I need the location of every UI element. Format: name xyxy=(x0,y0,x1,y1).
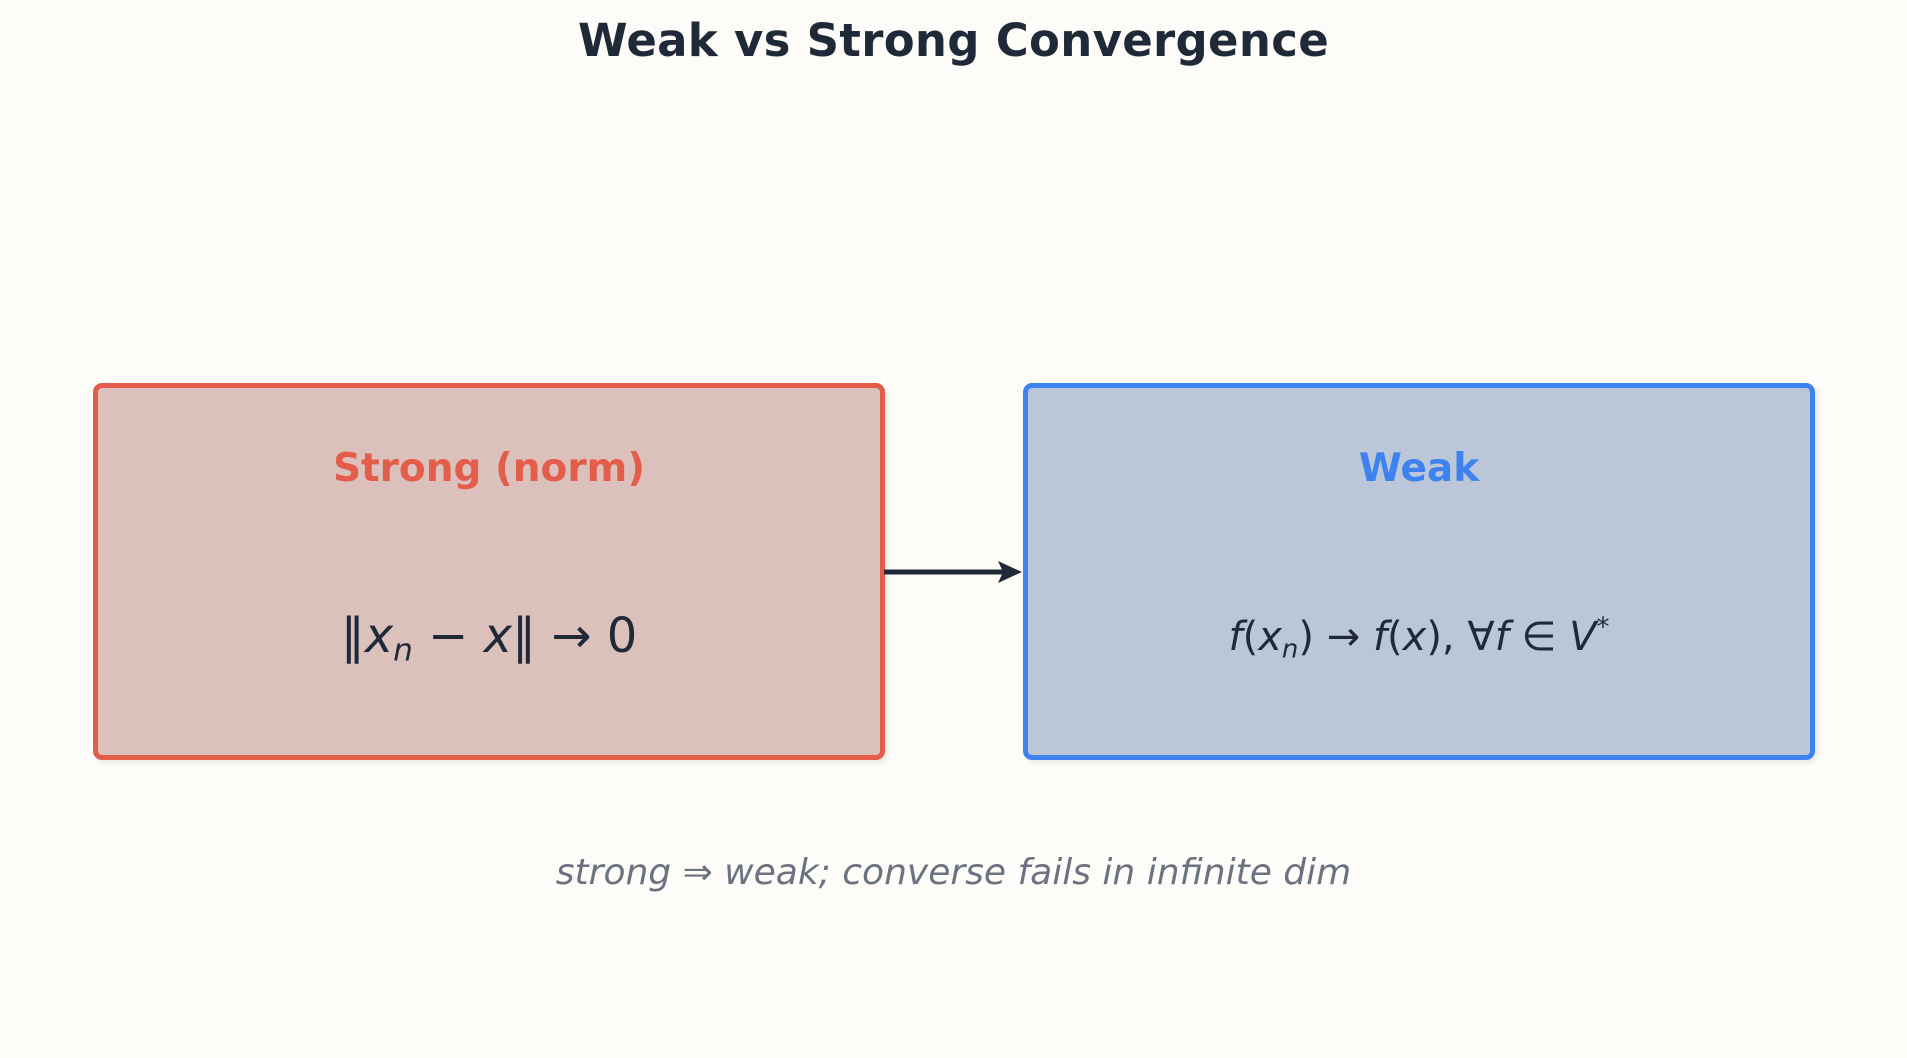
diagram-caption: strong ⇒ weak; converse fails in infinit… xyxy=(555,852,1352,893)
strong-convergence-box: Strong (norm) ‖xn − x‖ → 0 xyxy=(93,383,885,760)
formula-paren: ), xyxy=(1426,614,1455,660)
norm-close: ‖ xyxy=(512,608,537,664)
strong-convergence-formula: ‖xn − x‖ → 0 xyxy=(98,608,880,666)
diagram-title: Weak vs Strong Convergence xyxy=(577,14,1330,67)
formula-dual-space: V xyxy=(1569,614,1597,660)
formula-arrow: → xyxy=(1313,614,1373,660)
formula-sub-n: n xyxy=(1281,634,1299,665)
strong-convergence-heading: Strong (norm) xyxy=(332,446,646,491)
formula-f: f xyxy=(1228,614,1243,660)
formula-element-of: ∈ xyxy=(1508,614,1570,660)
formula-paren: ( xyxy=(1242,614,1259,660)
formula-var-x: x xyxy=(483,608,513,664)
formula-var-x: x xyxy=(364,608,394,664)
formula-var-x: x xyxy=(1402,614,1427,660)
arrow-head-icon xyxy=(998,561,1022,583)
formula-var-x: x xyxy=(1258,614,1282,660)
formula-f: f xyxy=(1372,614,1388,660)
formula-paren: ) xyxy=(1298,614,1314,660)
formula-arrow: → xyxy=(536,608,607,664)
weak-convergence-heading: Weak xyxy=(1358,446,1480,491)
norm-open: ‖ xyxy=(340,608,365,664)
formula-minus: − xyxy=(412,608,484,664)
formula-paren: ( xyxy=(1387,614,1403,660)
formula-zero: 0 xyxy=(606,608,638,664)
formula-f: f xyxy=(1494,614,1509,660)
formula-sub-n: n xyxy=(393,632,413,669)
formula-forall: ∀ xyxy=(1454,614,1495,660)
weak-convergence-box: Weak f(xn) → f(x), ∀f ∈ V* xyxy=(1023,383,1815,760)
weak-convergence-formula: f(xn) → f(x), ∀f ∈ V* xyxy=(1028,612,1810,662)
implication-arrow xyxy=(884,561,1022,583)
formula-star: * xyxy=(1596,612,1610,643)
